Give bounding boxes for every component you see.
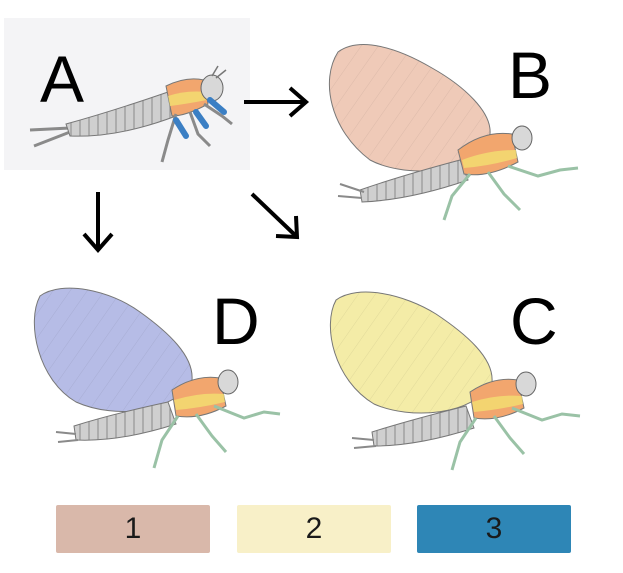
- nymph-tail: [29, 126, 71, 148]
- legs-b: [442, 164, 579, 221]
- panel-label-c: C: [510, 284, 558, 358]
- adult-figure-c: [329, 291, 581, 471]
- arrow-a-to-d: [82, 192, 114, 254]
- legend-label-2: 2: [305, 512, 323, 545]
- legend-item-1: 1: [56, 505, 210, 553]
- abdomen-d: [73, 401, 177, 441]
- legend-label-3: 3: [485, 512, 503, 545]
- arrow-a-to-b: [244, 86, 310, 118]
- adult-figure-d: [33, 287, 281, 469]
- arrow-a-to-c: [250, 192, 300, 240]
- head-c: [515, 371, 537, 397]
- nymph-figure-a: [4, 18, 250, 170]
- head-b: [511, 125, 533, 151]
- nymph-head: [200, 74, 224, 102]
- legend-item-2: 2: [237, 505, 391, 553]
- panel-label-d: D: [212, 284, 260, 358]
- legend-label-1: 1: [124, 512, 142, 545]
- adult-figure-b: [328, 44, 579, 221]
- nymph-legs: [160, 102, 233, 163]
- legs-d: [152, 404, 281, 469]
- panel-label-a: A: [40, 42, 85, 116]
- legend-item-3: 3: [417, 505, 571, 553]
- head-d: [217, 369, 239, 395]
- abdomen-c: [371, 405, 475, 447]
- abdomen-b: [359, 159, 469, 203]
- panel-label-b: B: [508, 38, 553, 112]
- nymph-gills: [173, 97, 227, 139]
- legs-c: [450, 406, 581, 471]
